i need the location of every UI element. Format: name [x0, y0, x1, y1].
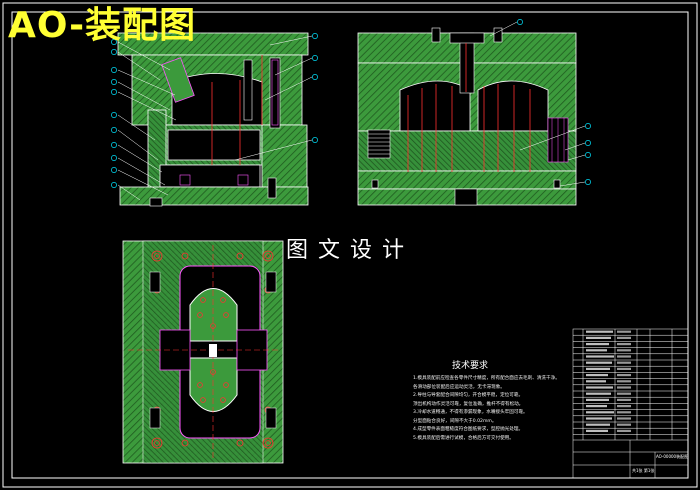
parts-list-entry: [586, 361, 612, 364]
leader-balloon-icon: [111, 79, 117, 85]
leader-balloon-icon: [111, 142, 117, 148]
tech-requirement-line: 3.冷却水道畅通，不得有渗漏现象，水嘴接头牢固可靠。: [413, 410, 528, 415]
drawing-frame: [11, 11, 689, 479]
tech-requirement-line: 顶出机构动作灵活可靠，复位准确，推杆不得有松动。: [413, 401, 524, 407]
parts-list-entry: [586, 386, 613, 389]
parts-list-entry: [586, 330, 613, 333]
watermark-text: 图文设计: [286, 238, 415, 263]
parts-list-entry: [617, 429, 631, 432]
parts-list-entry: [586, 367, 610, 370]
parts-list-entry: [617, 330, 631, 333]
parts-list-entry: [586, 349, 607, 352]
parts-list-entry: [586, 405, 607, 408]
left-view-balloons: [111, 33, 318, 188]
leader-balloon-icon: [312, 137, 318, 143]
parts-list-entry: [617, 386, 631, 389]
drawing-title: AO-装配图: [8, 5, 197, 46]
right-view-leaders: [489, 21, 586, 187]
parts-list-entry: [617, 405, 631, 408]
parts-list-entry: [617, 361, 631, 364]
parts-list-entry: [617, 423, 631, 426]
leader-balloon-icon: [517, 19, 523, 25]
title-block-sheet: 共1张 第1张: [632, 468, 655, 473]
leader-balloon-icon: [312, 74, 318, 80]
parts-list-entry: [617, 380, 631, 383]
leader-balloon-icon: [585, 179, 591, 185]
leader-balloon-icon: [111, 49, 117, 55]
tech-requirement-line: 1.模具装配前应检查各零件尺寸精度，所有配合面应去毛刺、清洗干净。: [413, 376, 560, 381]
bolt-icon: [553, 179, 561, 189]
left-view-leaders: [117, 35, 313, 201]
leader-balloon-icon: [312, 33, 318, 39]
parts-list-entry: [617, 392, 631, 395]
parts-list-entry: [586, 392, 611, 395]
parts-list-entries: [586, 330, 631, 432]
left-section-view: [117, 32, 309, 207]
leader-balloon-icon: [111, 127, 117, 133]
cavity-pin-holes: [197, 297, 229, 403]
leader-balloon-icon: [585, 152, 591, 158]
parts-list-entry: [617, 343, 631, 346]
tech-requirement-line: 2.导柱与导套配合间隙均匀，开合模平稳，定位可靠。: [413, 393, 524, 398]
tech-requirements-title: 技术要求: [452, 361, 489, 371]
plan-view: [122, 240, 284, 464]
leader-balloon-icon: [111, 155, 117, 161]
cooling-spring-icon: [367, 129, 391, 159]
parts-list-entry: [617, 367, 631, 370]
leader-balloon-icon: [585, 123, 591, 129]
bolt-icon: [262, 437, 274, 449]
leader-balloon-icon: [111, 39, 117, 45]
parts-list-entry: [617, 417, 631, 420]
leader-balloon-icon: [111, 112, 117, 118]
leader-balloon-icon: [312, 55, 318, 61]
parts-list-entry: [586, 417, 612, 420]
parts-list-entry: [586, 355, 614, 358]
parts-list-entry: [586, 423, 610, 426]
parts-list-entry: [586, 343, 609, 346]
right-view-balloons: [517, 19, 591, 185]
parts-list-entry: [586, 398, 609, 401]
title-block-drawing-no: AO-00000装配图: [656, 454, 689, 459]
parts-list-entry: [586, 429, 608, 432]
leader-balloon-icon: [111, 67, 117, 73]
tech-requirements-notes: 1.模具装配前应检查各零件尺寸精度，所有配合面应去毛刺、清洗干净。 各滑动部位装…: [413, 375, 563, 443]
parts-list-entry: [617, 374, 631, 377]
parts-list-entry: [586, 336, 611, 339]
tech-requirement-line: 各滑动部位装配后应运动灵活，无卡滞现象。: [413, 384, 505, 390]
parts-list-entry: [586, 411, 614, 414]
leader-balloon-icon: [111, 182, 117, 188]
bolt-icon: [151, 437, 163, 449]
parts-list-entry: [617, 398, 631, 401]
leader-balloon-icon: [111, 167, 117, 173]
leader-balloon-icon: [111, 89, 117, 95]
parts-list-entry: [617, 411, 631, 414]
tech-requirement-line: 4.成型零件表面粗糙度符合图纸要求，型腔抛光处理。: [413, 427, 524, 432]
parts-list-entry: [586, 374, 608, 377]
leader-balloon-icon: [585, 140, 591, 146]
bolt-icon: [371, 179, 379, 189]
parts-list-entry: [617, 336, 631, 339]
right-section-view: [357, 27, 577, 206]
parts-list-entry: [617, 355, 631, 358]
tech-requirement-line: 5.模具装配后需进行试模，合格后方可交付使用。: [413, 435, 514, 441]
parts-list-entry: [617, 349, 631, 352]
ejector-pins: [407, 84, 531, 172]
tech-requirement-line: 分型面贴合良好，间隙不大于0.02mm。: [413, 418, 497, 424]
parts-list-entry: [586, 380, 606, 383]
bolt-icon: [151, 250, 163, 262]
bolt-icon: [262, 250, 274, 262]
parts-list-table: [572, 328, 689, 479]
